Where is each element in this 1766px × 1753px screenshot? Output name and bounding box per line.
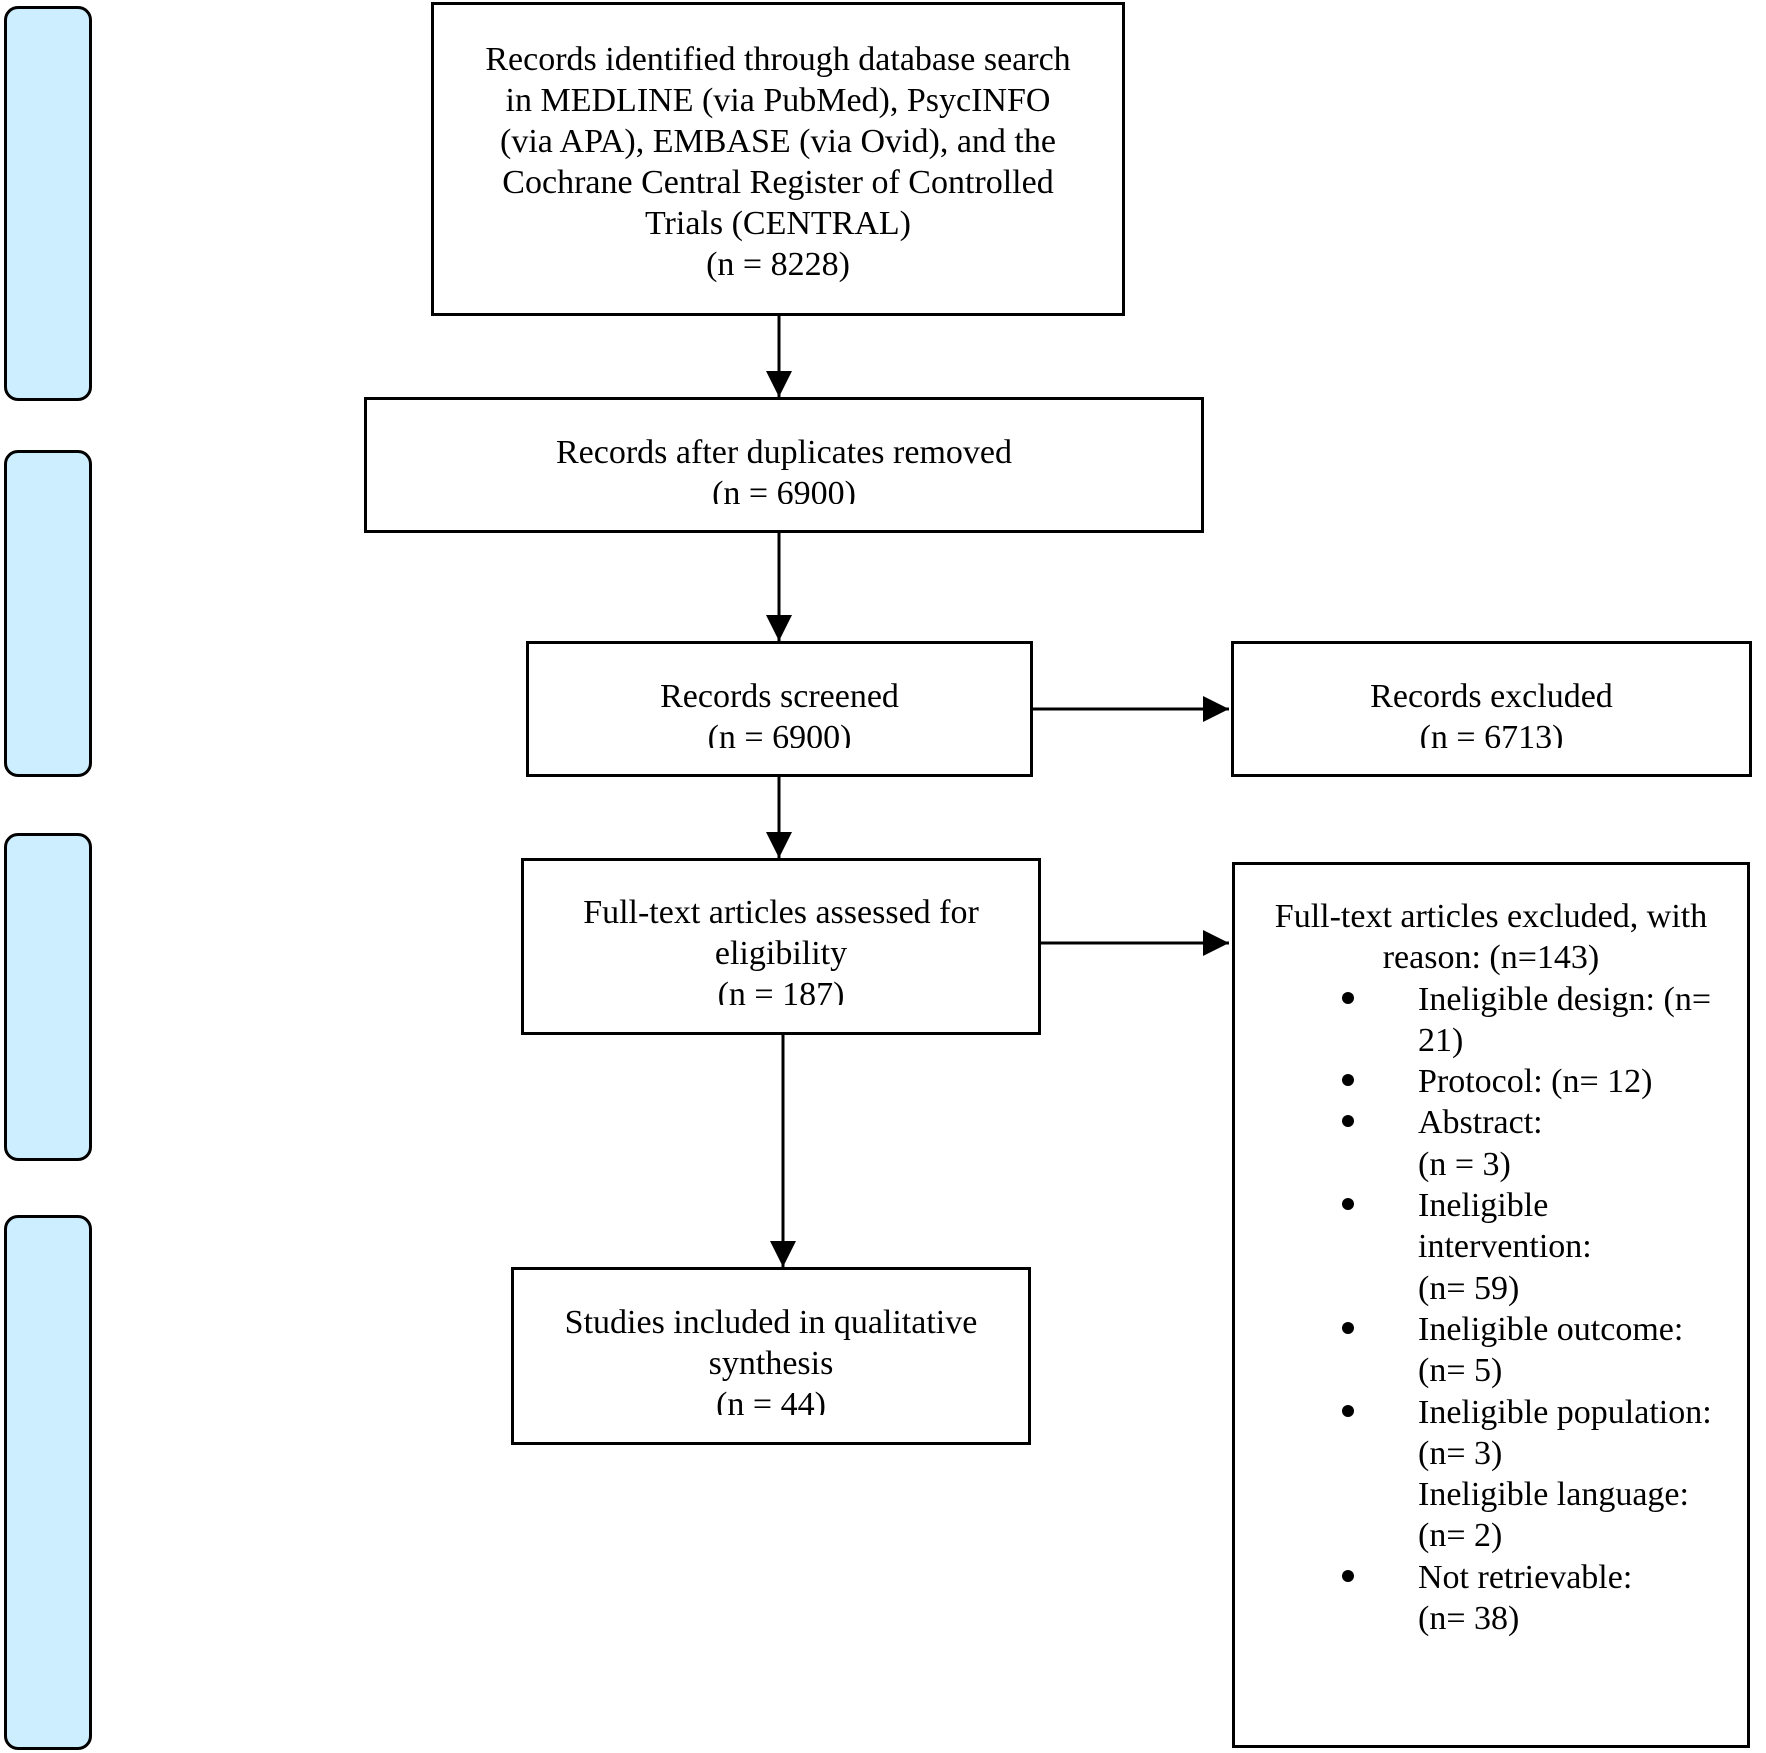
exclusion-reason-not-retrievable: Not retrievable: (n= 38)	[1235, 1557, 1747, 1640]
fulltext-excluded-box: Full-text articles excluded, with reason…	[1232, 862, 1750, 1748]
eligibility-line: eligibility	[714, 935, 848, 972]
reason-line: Ineligible language:	[1418, 1476, 1689, 1514]
exclusion-reason-protocol: Protocol: (n= 12)	[1235, 1061, 1747, 1102]
side-panel-screening	[4, 450, 92, 777]
excluded-count: (n = 6713)	[1419, 719, 1564, 748]
excluded-label: Records excluded	[1370, 678, 1613, 715]
identification-count: (n = 8228)	[706, 246, 850, 283]
eligibility-box: Full-text articles assessed for eligibil…	[521, 858, 1041, 1035]
reason-line: (n = 3)	[1418, 1145, 1511, 1183]
fulltext-excluded-title: Full-text articles excluded, with	[1274, 898, 1708, 935]
bullet-icon	[1342, 1074, 1354, 1087]
reason-line: (n= 3)	[1418, 1434, 1503, 1472]
side-panel-identification	[4, 6, 92, 401]
duplicates-removed-box: Records after duplicates removed (n = 69…	[364, 397, 1204, 533]
exclusion-reason-population-language: Ineligible population: (n= 3) Ineligible…	[1235, 1392, 1747, 1557]
bullet-icon	[1342, 1115, 1354, 1128]
reason-line: Ineligible design: (n=	[1418, 980, 1712, 1018]
reason-line: Ineligible outcome:	[1418, 1310, 1684, 1348]
reason-line: Not retrievable:	[1418, 1558, 1633, 1596]
records-screened-box: Records screened (n = 6900)	[526, 641, 1033, 777]
side-panel-eligibility	[4, 833, 92, 1161]
identification-line: Trials (CENTRAL)	[644, 205, 912, 242]
reason-line: intervention:	[1418, 1228, 1592, 1266]
identification-box: Records identified through database sear…	[431, 2, 1125, 316]
reason-line: Protocol: (n= 12)	[1418, 1063, 1653, 1101]
screened-label: Records screened	[660, 678, 899, 715]
screened-count: (n = 6900)	[707, 719, 852, 748]
exclusion-reason-design: Ineligible design: (n= 21)	[1235, 979, 1747, 1062]
duplicates-label: Records after duplicates removed	[556, 434, 1012, 471]
bullet-icon	[1342, 1404, 1354, 1417]
exclusion-reason-list: Ineligible design: (n= 21) Protocol: (n=…	[1235, 979, 1747, 1640]
included-box: Studies included in qualitative synthesi…	[511, 1267, 1031, 1445]
reason-line: (n= 5)	[1418, 1352, 1503, 1390]
exclusion-reason-intervention: Ineligible intervention: (n= 59)	[1235, 1185, 1747, 1309]
included-line: synthesis	[708, 1345, 834, 1382]
identification-line: in MEDLINE (via PubMed), PsycINFO	[505, 82, 1051, 119]
exclusion-reason-outcome: Ineligible outcome: (n= 5)	[1235, 1309, 1747, 1392]
identification-line: (via APA), EMBASE (via Ovid), and the	[500, 123, 1056, 160]
included-line: Studies included in qualitative	[564, 1304, 978, 1341]
reason-line: (n= 38)	[1418, 1600, 1520, 1638]
bullet-icon	[1342, 1321, 1354, 1334]
fulltext-excluded-total: reason: (n=143)	[1382, 939, 1600, 977]
records-excluded-box: Records excluded (n = 6713)	[1231, 641, 1752, 777]
duplicates-count: (n = 6900)	[712, 475, 856, 504]
eligibility-line: Full-text articles assessed for	[583, 894, 979, 931]
bullet-icon	[1342, 1198, 1354, 1211]
bullet-icon	[1342, 1569, 1354, 1582]
eligibility-count: (n = 187)	[717, 976, 845, 1005]
identification-line: Cochrane Central Register of Controlled	[502, 164, 1054, 201]
reason-line: Ineligible population:	[1418, 1393, 1712, 1431]
reason-line: Ineligible	[1418, 1187, 1549, 1225]
fulltext-excluded-header: Full-text articles excluded, with reason…	[1235, 896, 1747, 979]
side-panel-included	[4, 1215, 92, 1750]
identification-line: Records identified through database sear…	[485, 41, 1071, 78]
reason-line: (n= 2)	[1418, 1517, 1503, 1555]
bullet-icon	[1342, 991, 1354, 1004]
included-count: (n = 44)	[716, 1386, 826, 1415]
reason-line: 21)	[1418, 1021, 1464, 1059]
reason-line: (n= 59)	[1418, 1269, 1520, 1307]
exclusion-reason-abstract: Abstract: (n = 3)	[1235, 1102, 1747, 1185]
reason-line: Abstract:	[1418, 1104, 1543, 1142]
